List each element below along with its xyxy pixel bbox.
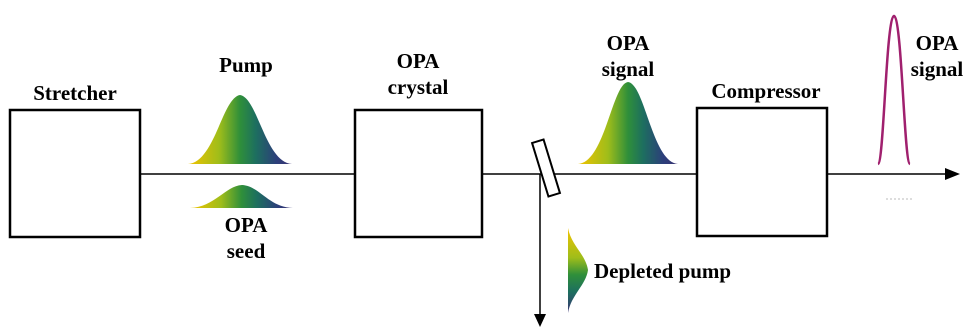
compressor-box [695,106,829,238]
signal-pulse-icon [578,82,678,164]
stretcher-label: Stretcher [33,81,117,105]
opa-signal-out-label-line2: signal [910,57,964,81]
opa-crystal-box [353,108,484,239]
opa-signal-mid-label-line1: OPA [606,31,650,55]
opa-crystal-label-line1: OPA [396,49,440,73]
depleted-pump-label: Depleted pump [594,259,732,283]
depleted-arrow-head [534,314,546,327]
opa-seed-label-line1: OPA [224,213,268,237]
compressed-pulse-icon [876,14,912,166]
pump-label: Pump [219,53,273,77]
dichroic-mirror [530,138,562,198]
opa-seed-label-line2: seed [226,239,266,263]
compressor-label: Compressor [711,79,821,103]
output-arrow-head [945,168,960,180]
depleted-pulse-icon [568,228,588,313]
opa-signal-out-label-line1: OPA [915,31,959,55]
pump-pulse-icon [188,95,292,164]
stretcher-box [8,108,142,239]
opa-crystal-label-line2: crystal [387,75,449,99]
seed-pulse-icon [190,185,293,208]
opa-signal-mid-label-line2: signal [601,57,655,81]
